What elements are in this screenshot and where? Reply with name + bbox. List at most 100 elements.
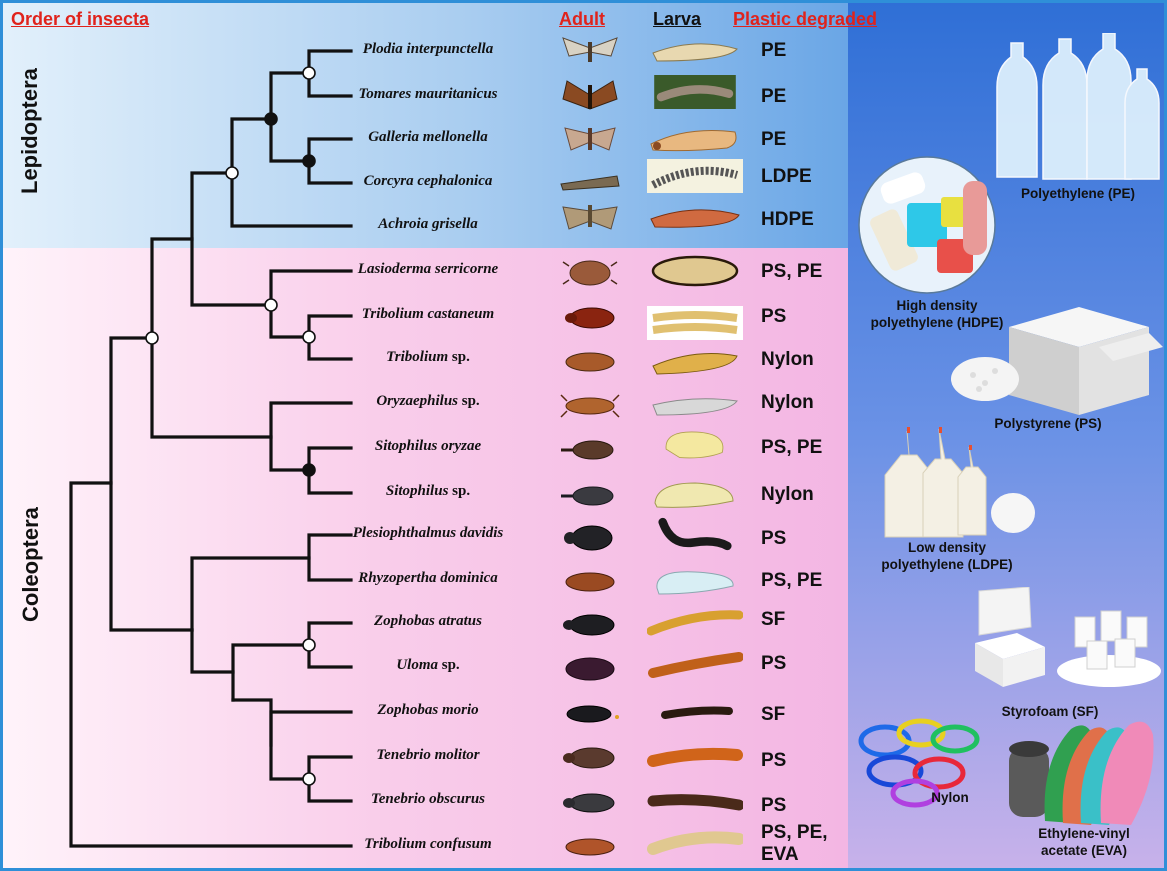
plastic-degraded-label: PS, PE [761,437,823,458]
node-closed-galleria-corcyra [302,154,316,168]
node-open-lepidoptera [225,166,239,180]
plastic-degraded-label: LDPE [761,166,812,187]
plastic-degraded-label: PE [761,40,787,61]
plastic-degraded-label: PS, PE, EVA [761,822,828,865]
node-open-plodia-tomares [302,66,316,80]
beetle-adult-icon [565,307,615,329]
nylon-ropes-icon [858,718,980,808]
larva-icon [650,209,740,228]
beetle-adult-icon [560,394,620,418]
plastic-degraded-label: PS, PE [761,570,823,591]
moth-adult-icon [562,37,618,62]
weevil-adult-icon [561,440,614,460]
plastic-degraded-label: PS [761,306,787,327]
larva-icon [647,610,743,636]
species-label: Oryzaephilus sp. [376,393,480,409]
species-label: Galleria mellonella [368,129,488,145]
eva-foam-insoles-icon [1009,721,1154,825]
larva-icon [648,652,743,678]
plastic-degraded-label: Nylon [761,349,814,370]
larva-drawing-icon [647,159,743,193]
phylogenetic-tree [69,49,353,848]
plastic-degraded-label: HDPE [761,209,814,230]
header-larva: Larva [653,9,702,29]
larva-icon [647,831,743,855]
larva-icon [650,130,737,152]
beetle-adult-icon [563,793,615,813]
label-styrofoam: Styrofoam (SF) [1001,704,1099,719]
beetle-adult-icon [565,657,615,681]
plastic-degraded-label: Nylon [761,484,814,505]
species-label: Tenebrio molitor [376,747,480,763]
plastic-degraded-label: PS [761,653,787,674]
plastic-degraded-label: SF [761,609,786,630]
label-polystyrene: Polystyrene (PS) [994,416,1102,431]
node-open-zophobas-uloma [302,638,316,652]
larva-photo-icon [654,75,736,109]
species-label: Tribolium castaneum [361,306,495,322]
pe-bottles-icon [996,33,1160,180]
larva-icon [652,398,738,416]
moth-adult-icon [564,127,616,151]
beetle-adult-icon [565,572,615,592]
plastic-degraded-label: SF [761,704,786,725]
label-ldpe: Low density polyethylene (LDPE) [881,540,1013,572]
plastic-degraded-label: PE [761,86,787,107]
species-label: Tribolium confusum [364,836,492,852]
species-label: Tomares mauritanicus [358,86,498,102]
label-eva: Ethylene-vinyl acetate (EVA) [1038,826,1130,858]
species-label: Corcyra cephalonica [363,173,493,189]
node-closed-sitophilus [302,463,316,477]
beetle-adult-icon [564,525,613,551]
species-label: Rhyzopertha dominica [358,570,498,586]
weevil-adult-icon [561,486,614,506]
plastic-degraded-label: PE [761,129,787,150]
butterfly-adult-icon [562,80,618,110]
larva-icon [665,431,724,459]
larva-icon [647,794,743,811]
species-label: Tribolium sp. [386,349,470,365]
beetle-adult-icon [565,352,615,372]
moth-adult-icon [562,205,618,230]
plastic-degraded-label: PS, PE [761,261,823,282]
species-label: Zophobas morio [377,702,479,718]
node-open-lasioderma-tribolium [264,298,278,312]
beetle-adult-icon [565,838,615,856]
moth-adult-icon [560,175,620,191]
beetle-adult-icon [563,747,615,769]
species-label: Plodia interpunctella [362,41,494,57]
plastic-degraded-label: Nylon [761,392,814,413]
beetle-adult-icon [563,614,615,636]
species-label: Achroia grisella [378,216,478,232]
label-nylon: Nylon [931,790,969,805]
larva-icon [647,747,743,767]
larva-icon [661,706,733,719]
larva-icon [652,353,738,375]
node-open-tenebrio [302,772,316,786]
node-closed-lepidoptera-core [264,112,278,126]
species-label: Lasioderma serricorne [357,261,499,277]
species-label: Sitophilus sp. [385,483,471,499]
species-label: Uloma sp. [396,657,460,673]
ldpe-bottles-icon [884,427,1035,538]
species-label: Tenebrio obscurus [370,791,486,807]
plastic-degraded-label: PS [761,750,787,771]
larva-icon [652,43,738,62]
beetle-adult-icon [562,260,618,286]
species-label: Sitophilus oryzae [374,438,482,454]
larva-icon [651,255,739,287]
header-plastic-degraded: Plastic degraded [733,9,878,29]
plastic-degraded-label: PS [761,795,787,816]
hdpe-containers-icon [858,156,996,294]
species-label: Zophobas atratus [374,613,482,629]
node-open-major-clade [145,331,159,345]
beetle-adult-icon [566,705,619,723]
polystyrene-blocks-icon [951,307,1163,415]
label-hdpe: High density polyethylene (HDPE) [870,298,1004,330]
node-open-tribolium [302,330,316,344]
styrofoam-containers-icon [975,587,1161,687]
coleoptera-background [3,248,848,868]
larva-photo-icon [647,306,743,340]
plastic-degraded-label: PS [761,528,787,549]
